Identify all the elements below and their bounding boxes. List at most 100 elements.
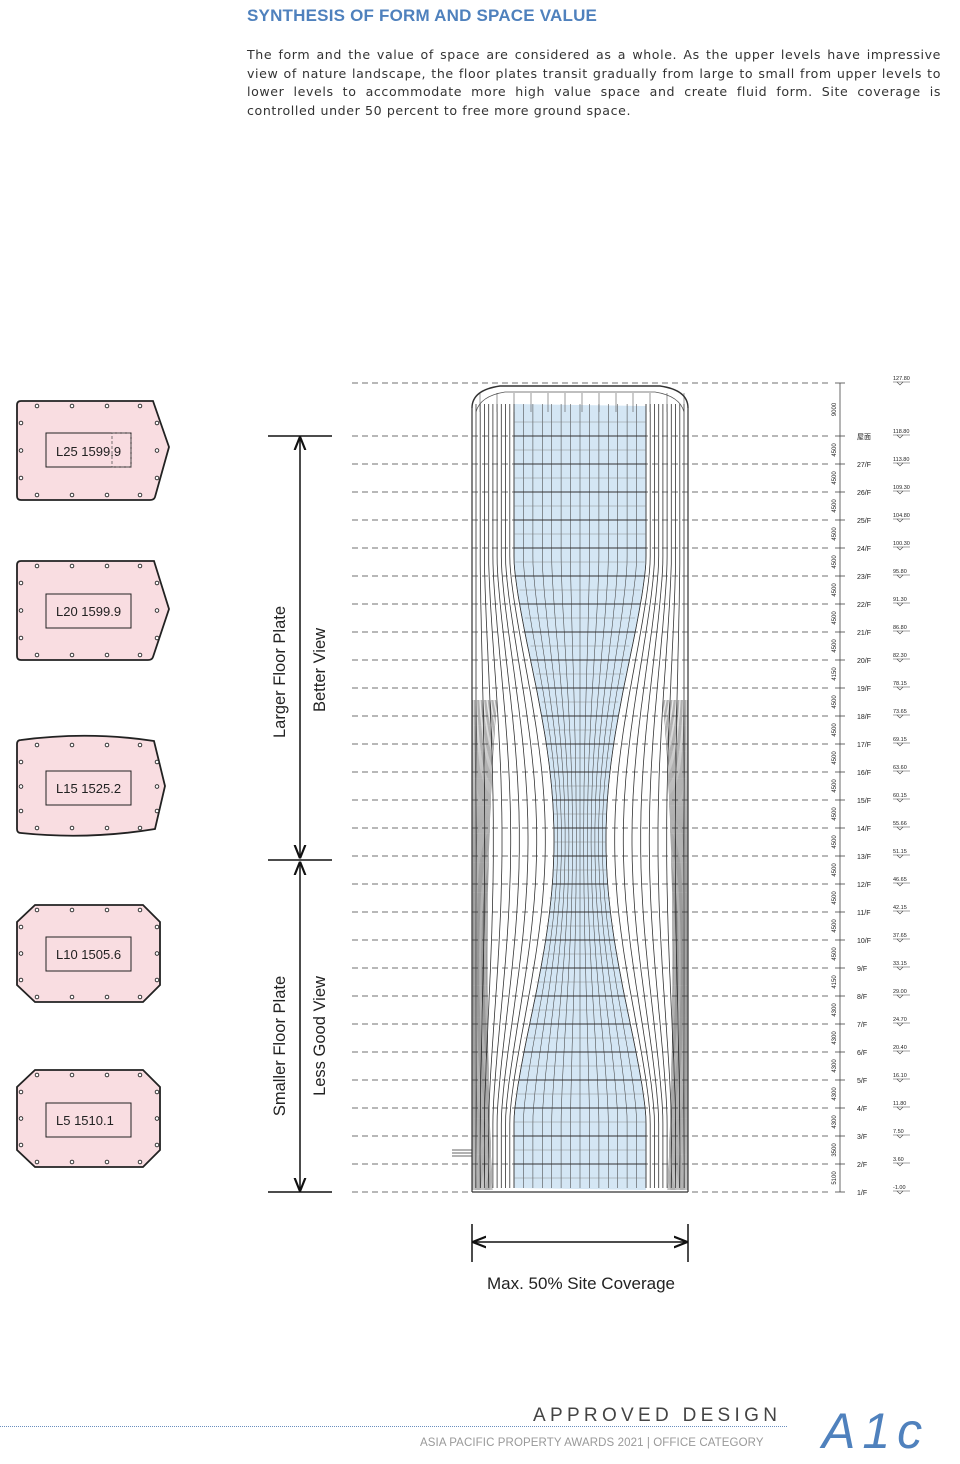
level-elevation: 86.80 (893, 625, 907, 631)
level-label: 26/F (857, 490, 871, 497)
level-annotations: 127.809000屋面118.80450027/F113.80450026/F… (832, 376, 910, 1197)
level-label: 12/F (857, 882, 871, 889)
level-height: 4500 (832, 863, 838, 877)
level-label: 17/F (857, 742, 871, 749)
level-label: 24/F (857, 546, 871, 553)
level-elevation: 33.15 (893, 961, 907, 967)
level-elevation: 69.15 (893, 737, 907, 743)
level-elevation: 3.60 (893, 1157, 904, 1163)
site-coverage-label: Max. 50% Site Coverage (487, 1274, 675, 1293)
level-elevation: -1.00 (893, 1185, 906, 1191)
level-elevation: 63.60 (893, 765, 907, 771)
level-elevation: 42.15 (893, 905, 907, 911)
level-height: 4500 (832, 723, 838, 737)
level-elevation: 20.40 (893, 1045, 907, 1051)
level-height: 4500 (832, 499, 838, 513)
better-view-label: Better View (311, 628, 329, 712)
floor-plate-label: L25 1599.9 (56, 444, 121, 459)
level-label: 6/F (857, 1050, 867, 1057)
level-label: 9/F (857, 966, 867, 973)
level-label: 23/F (857, 574, 871, 581)
level-label: 5/F (857, 1078, 867, 1085)
description-paragraph: The form and the value of space are cons… (247, 47, 941, 118)
level-height: 4500 (832, 555, 838, 569)
less-good-view-label: Less Good View (311, 976, 329, 1096)
level-elevation: 37.65 (893, 933, 907, 939)
level-height: 4150 (832, 975, 838, 989)
page-title: SYNTHESIS OF FORM AND SPACE VALUE (247, 6, 598, 25)
floor-plate-l20: L20 1599.9 (16, 560, 170, 661)
level-height: 4500 (832, 471, 838, 485)
level-elevation: 109.30 (893, 485, 910, 491)
approved-design-label: APPROVED DESIGN (533, 1405, 782, 1426)
level-height: 4500 (832, 947, 838, 961)
site-coverage-dimension (471, 1224, 689, 1262)
tower-elevation (452, 385, 689, 1193)
level-height: 4500 (832, 583, 838, 597)
floor-plate-label: L15 1525.2 (56, 781, 121, 796)
larger-floor-plate-label: Larger Floor Plate (271, 606, 289, 738)
floor-plate-label: L20 1599.9 (56, 604, 121, 619)
footer-divider (0, 1426, 787, 1427)
floor-plate-l10: L10 1505.6 (16, 904, 161, 1003)
level-elevation: 91.30 (893, 597, 907, 603)
level-elevation: 95.80 (893, 569, 907, 575)
level-label: 屋面 (857, 433, 871, 441)
level-height: 4300 (832, 1087, 838, 1101)
level-elevation: 73.65 (893, 709, 907, 715)
floor-plate-label: L5 1510.1 (56, 1113, 114, 1128)
level-height: 4500 (832, 527, 838, 541)
level-height: 4300 (832, 1059, 838, 1073)
level-elevation: 78.15 (893, 681, 907, 687)
floor-plate-l15: L15 1525.2 (16, 734, 166, 837)
column-dots (18, 403, 160, 1165)
level-height: 3500 (832, 1143, 838, 1157)
level-height: 4300 (832, 1031, 838, 1045)
sheet-code: A1c (822, 1403, 930, 1459)
tower-grid (472, 393, 688, 1193)
level-label: 20/F (857, 658, 871, 665)
level-height: 4500 (832, 443, 838, 457)
floor-plate-l25: L25 1599.9 (16, 400, 170, 501)
level-elevation: 60.15 (893, 793, 907, 799)
level-label: 13/F (857, 854, 871, 861)
level-elevation: 46.65 (893, 877, 907, 883)
level-height: 4500 (832, 919, 838, 933)
level-label: 1/F (857, 1190, 867, 1197)
level-label: 11/F (857, 910, 871, 917)
level-label: 15/F (857, 798, 871, 805)
level-label: 10/F (857, 938, 871, 945)
level-height: 4500 (832, 639, 838, 653)
level-height: 4500 (832, 807, 838, 821)
level-height: 4500 (832, 835, 838, 849)
level-height: 4500 (832, 611, 838, 625)
level-label: 4/F (857, 1106, 867, 1113)
level-elevation: 16.10 (893, 1073, 907, 1079)
level-label: 18/F (857, 714, 871, 721)
smaller-floor-plate-label: Smaller Floor Plate (271, 976, 289, 1116)
level-label: 21/F (857, 630, 871, 637)
level-elevation: 51.15 (893, 849, 907, 855)
floor-plate-l5: L5 1510.1 (16, 1069, 161, 1168)
level-label: 27/F (857, 462, 871, 469)
level-height: 4500 (832, 751, 838, 765)
level-elevation: 127.80 (893, 376, 910, 382)
zone-dimension (268, 435, 332, 1193)
level-label: 2/F (857, 1162, 867, 1169)
level-elevation: 104.80 (893, 513, 910, 519)
awards-label: ASIA PACIFIC PROPERTY AWARDS 2021 | OFFI… (420, 1437, 764, 1449)
level-label: 16/F (857, 770, 871, 777)
level-label: 19/F (857, 686, 871, 693)
level-label: 22/F (857, 602, 871, 609)
level-height: 9000 (832, 402, 838, 416)
level-elevation: 82.30 (893, 653, 907, 659)
level-height: 4300 (832, 1115, 838, 1129)
level-elevation: 24.70 (893, 1017, 907, 1023)
floor-plate-label: L10 1505.6 (56, 947, 121, 962)
level-label: 14/F (857, 826, 871, 833)
level-height: 4500 (832, 779, 838, 793)
level-label: 25/F (857, 518, 871, 525)
level-elevation: 100.30 (893, 541, 910, 547)
level-elevation: 118.80 (893, 429, 909, 435)
